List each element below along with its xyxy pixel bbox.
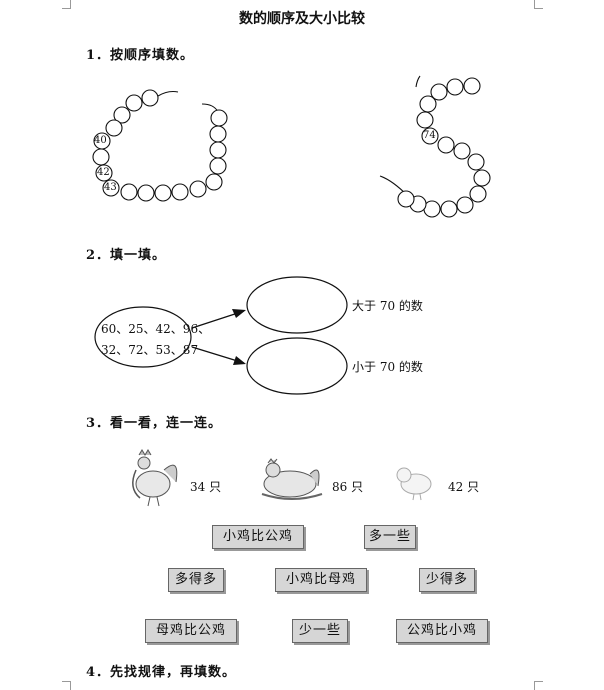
greater-than-oval <box>246 276 348 334</box>
bead-label-40: 40 <box>94 135 107 146</box>
match-box-chick-vs-rooster[interactable]: 小鸡比公鸡 <box>212 525 304 549</box>
numbers-line-2: 32、72、53、87 <box>101 343 199 357</box>
match-box-much-less[interactable]: 少得多 <box>419 568 475 592</box>
numbers-oval <box>94 306 192 368</box>
bead <box>113 106 131 124</box>
bead <box>430 83 448 101</box>
chick-count: 42 只 <box>448 480 480 494</box>
crop-mark-bottom-left <box>62 681 71 690</box>
rooster-icon <box>132 449 178 507</box>
bead <box>125 94 143 112</box>
match-box-a-bit-more[interactable]: 多一些 <box>364 525 416 549</box>
bead <box>467 153 485 171</box>
match-box-much-more[interactable]: 多得多 <box>168 568 224 592</box>
arrowhead <box>232 309 246 318</box>
match-box-chick-vs-hen[interactable]: 小鸡比母鸡 <box>275 568 367 592</box>
right-chain-string-start <box>415 75 421 88</box>
hen-icon <box>261 458 323 500</box>
bead <box>120 183 138 201</box>
bead <box>397 190 415 208</box>
bead-label-43: 43 <box>104 182 117 193</box>
q1-heading: 1．按顺序填数。 <box>86 48 195 63</box>
bead <box>205 173 223 191</box>
bead <box>210 109 228 127</box>
bead <box>209 157 227 175</box>
bead <box>437 136 455 154</box>
bead <box>95 164 113 182</box>
bead-label-74: 74 <box>423 130 436 141</box>
bead <box>446 78 464 96</box>
greater-than-label: 大于 70 的数 <box>352 299 423 313</box>
bead <box>473 169 491 187</box>
q2-heading: 2．填一填。 <box>86 248 167 263</box>
bead <box>463 77 481 95</box>
less-than-oval <box>246 337 348 395</box>
crop-mark-bottom-right <box>534 681 543 690</box>
q3-heading: 3．看一看，连一连。 <box>86 416 223 431</box>
bead <box>419 95 437 113</box>
match-box-hen-vs-rooster[interactable]: 母鸡比公鸡 <box>145 619 237 643</box>
bead <box>92 148 110 166</box>
bead <box>209 125 227 143</box>
q4-heading: 4．先找规律，再填数。 <box>86 665 237 680</box>
page-title: 数的顺序及大小比较 <box>239 11 365 27</box>
bead <box>416 111 434 129</box>
bead <box>137 184 155 202</box>
bead <box>440 200 458 218</box>
chick-icon <box>396 467 432 501</box>
bead <box>102 179 120 197</box>
match-box-a-bit-less[interactable]: 少一些 <box>292 619 348 643</box>
bead <box>105 119 123 137</box>
hen-count: 86 只 <box>332 480 364 494</box>
less-than-label: 小于 70 的数 <box>352 360 423 374</box>
bead <box>456 196 474 214</box>
crop-mark-top-right <box>534 0 543 9</box>
left-chain-string-start <box>157 90 179 97</box>
crop-mark-top-left <box>62 0 71 9</box>
numbers-line-1: 60、25、42、96、 <box>101 322 211 336</box>
bead <box>154 184 172 202</box>
bead <box>171 183 189 201</box>
bead <box>421 127 439 145</box>
rooster-count: 34 只 <box>190 480 222 494</box>
bead <box>209 141 227 159</box>
bead <box>189 180 207 198</box>
bead-label-42: 42 <box>97 167 110 178</box>
arrowhead <box>233 356 246 365</box>
match-box-rooster-vs-chick[interactable]: 公鸡比小鸡 <box>396 619 488 643</box>
bead <box>453 142 471 160</box>
bead <box>469 185 487 203</box>
bead <box>141 89 159 107</box>
